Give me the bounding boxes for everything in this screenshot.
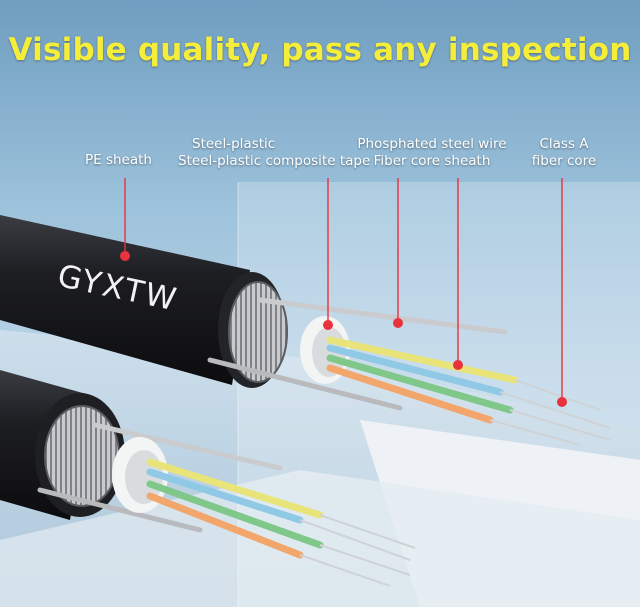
upper-cable xyxy=(0,215,611,446)
label-class-a-line2: fiber core xyxy=(531,153,597,169)
label-pe-sheath: PE sheath xyxy=(85,152,152,168)
callout-lines xyxy=(124,178,563,402)
label-class-a: Class A fiber core xyxy=(528,136,600,170)
fiber-core-dot xyxy=(557,397,567,407)
label-steel-plastic-line1: Steel-plastic xyxy=(192,136,276,152)
label-class-a-line1: Class A xyxy=(539,136,589,152)
headline: Visible quality, pass any inspection xyxy=(8,32,632,68)
label-phosphated: Phosphated steel wire Fiber core sheath xyxy=(356,136,508,170)
fiber-sheath-dot xyxy=(453,360,463,370)
phosphated-wire-dot xyxy=(393,318,403,328)
lower-cable xyxy=(0,370,416,587)
label-steel-plastic-line2: Steel-plastic composite tape xyxy=(178,153,371,169)
label-phosphated-line2: Fiber core sheath xyxy=(373,153,491,169)
label-steel-plastic: Steel-plastic Steel-plastic composite ta… xyxy=(178,136,371,170)
label-phosphated-line1: Phosphated steel wire xyxy=(357,136,507,152)
steel-plastic-dot xyxy=(323,320,333,330)
pe-sheath-dot xyxy=(120,251,130,261)
callout-dots xyxy=(120,251,567,407)
